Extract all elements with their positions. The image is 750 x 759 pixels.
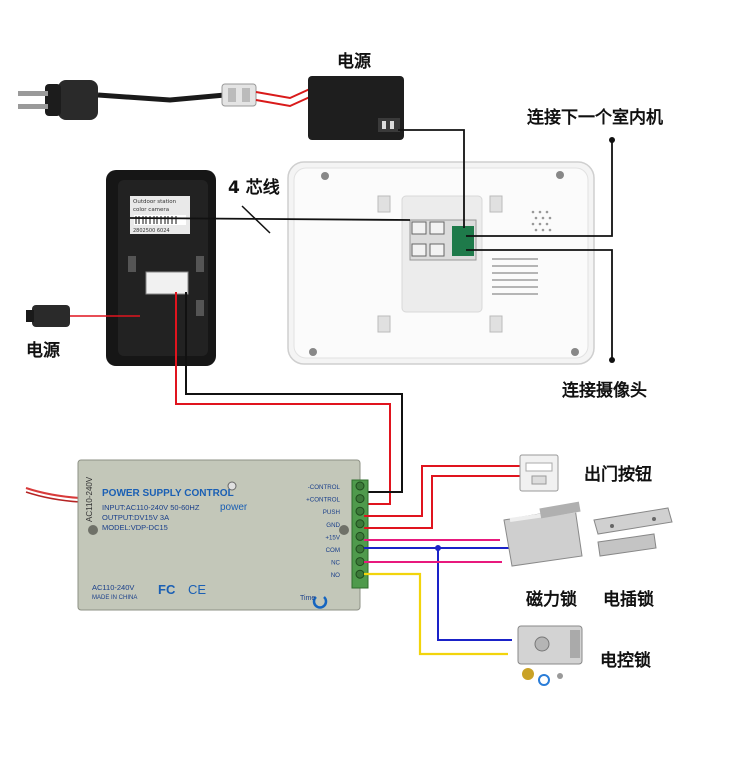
terminal-screw-icon: [355, 481, 365, 491]
com-to-control-lock-wire: [437, 548, 512, 641]
psu-title: POWER SUPPLY CONTROL: [102, 488, 234, 499]
terminal-screw-icon: [355, 506, 365, 516]
label-exit-button: 出门按钮: [584, 465, 652, 485]
terminal-screw-icon: [355, 569, 365, 579]
psu-terminal-label: +CONTROL: [306, 497, 340, 504]
psu-power-word: power: [220, 502, 248, 513]
psu-terminal-labels: -CONTROL +CONTROL PUSH GND +15V COM NC NO: [306, 484, 341, 579]
control-lock-device: [517, 625, 583, 686]
wire-connector: [221, 83, 257, 107]
psu-made-in: MADE IN CHINA: [92, 595, 137, 601]
outdoor-sticker-line3: 2802500 6024: [133, 228, 170, 234]
power-plug: [18, 80, 226, 120]
terminal-screw-icon: [355, 531, 365, 541]
ce-mark-icon: CE: [188, 582, 206, 597]
psu-terminal-label: GND: [326, 522, 340, 529]
psu-model: MODEL:VDP-DC15: [102, 523, 168, 532]
label-power-top: 电源: [337, 52, 371, 72]
psu-terminal-label: -CONTROL: [308, 484, 341, 491]
four-core-cable: [129, 217, 411, 221]
power-to-monitor-wire: [398, 129, 465, 228]
push-wire: [364, 465, 520, 517]
label-bolt-lock: 电插锁: [603, 590, 654, 610]
gnd-wire: [364, 475, 520, 529]
label-next-indoor: 连接下一个室内机: [527, 108, 663, 128]
psu-output: OUTPUT:DV15V 3A: [102, 513, 169, 522]
label-four-core: 4 芯线: [228, 178, 280, 198]
speaker-grille: [531, 210, 552, 232]
magnetic-lock-device: [503, 501, 583, 567]
psu-side-label: AC110-240V: [85, 476, 94, 522]
psu-terminal-label: PUSH: [323, 509, 340, 516]
power-adapter-left: [26, 305, 70, 327]
psu-terminal-label: +15V: [325, 534, 340, 541]
psu-terminal-screws: [355, 481, 365, 579]
control-wire-black: [185, 292, 403, 493]
power-adapter-top: [308, 76, 404, 140]
psu-terminal-label: NO: [331, 572, 340, 579]
fc-mark-icon: FC: [158, 582, 176, 597]
label-control-lock: 电控锁: [600, 651, 651, 671]
bolt-lock-device: [593, 507, 673, 557]
psu-time-word: Time: [300, 595, 315, 602]
outdoor-sticker-line2: color camera: [133, 207, 169, 213]
psu-terminal-label: COM: [326, 547, 340, 554]
next-indoor-wire: [466, 140, 613, 237]
psu-input: INPUT:AC110-240V 50-60HZ: [102, 503, 200, 512]
label-camera: 连接摄像头: [562, 381, 647, 401]
exit-button-device: [519, 454, 559, 492]
terminal-screw-icon: [355, 519, 365, 529]
outdoor-sticker-line1: Outdoor station: [133, 199, 177, 205]
camera-wire: [466, 249, 613, 360]
psu-bottom-voltage: AC110-240V: [92, 583, 134, 592]
control-wire-red: [175, 292, 391, 505]
psu-terminal-label: NC: [331, 560, 340, 567]
label-mag-lock: 磁力锁: [526, 590, 577, 610]
terminal-screw-icon: [355, 494, 365, 504]
four-core-mark: [241, 205, 271, 234]
terminal-screw-icon: [355, 544, 365, 554]
vent-grille: [492, 258, 538, 295]
indoor-monitor: [287, 161, 595, 365]
label-power-left: 电源: [26, 341, 60, 361]
terminal-screw-icon: [355, 557, 365, 567]
no-wire-yellow: [364, 572, 508, 656]
